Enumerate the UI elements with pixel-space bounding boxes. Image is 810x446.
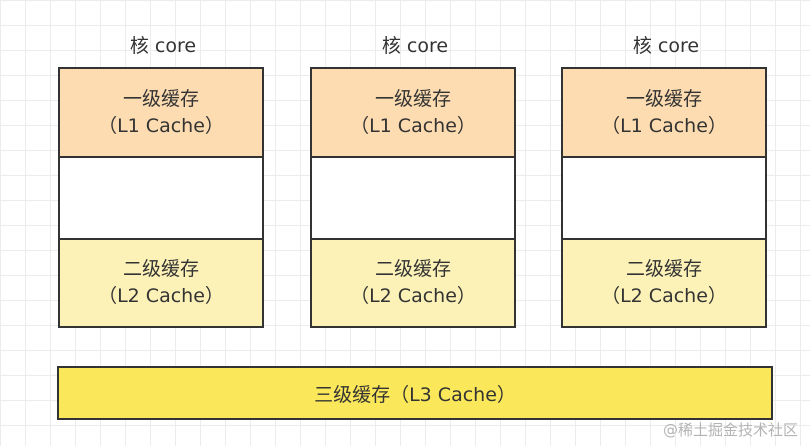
l2-cache-name: 二级缓存 [374, 258, 451, 280]
l1-cache-subtitle: （L1 Cache） [601, 114, 727, 137]
l3-cache-block: 三级缓存（L3 Cache） [57, 366, 773, 420]
l2-cache-subtitle: （L2 Cache） [350, 285, 476, 307]
l1-cache-name: 一级缓存 [625, 87, 702, 110]
watermark: @稀土掘金技术社区 [662, 421, 798, 439]
l2-cache-name: 二级缓存 [625, 258, 702, 280]
l3-cache-label: 三级缓存（L3 Cache） [314, 383, 516, 406]
l1-cache-name: 一级缓存 [122, 87, 199, 110]
l2-cache-name: 二级缓存 [122, 258, 199, 280]
l2-cache-block: 二级缓存 （L2 Cache） [563, 238, 765, 326]
l1-cache-block: 一级缓存 （L1 Cache） [60, 69, 262, 158]
core-block-1: 一级缓存 （L1 Cache） 二级缓存 （L2 Cache） [58, 67, 264, 328]
core-label-1: 核 core [129, 35, 197, 57]
l2-cache-block: 二级缓存 （L2 Cache） [312, 238, 514, 326]
l2-cache-block: 二级缓存 （L2 Cache） [60, 238, 262, 326]
l1-cache-block: 一级缓存 （L1 Cache） [563, 69, 765, 158]
core-block-3: 一级缓存 （L1 Cache） 二级缓存 （L2 Cache） [561, 67, 767, 328]
l2-cache-subtitle: （L2 Cache） [601, 285, 727, 307]
core-label-3: 核 core [632, 35, 700, 57]
l1-cache-name: 一级缓存 [374, 87, 451, 110]
l1-cache-subtitle: （L1 Cache） [98, 114, 224, 137]
l2-cache-subtitle: （L2 Cache） [98, 285, 224, 307]
l1-cache-subtitle: （L1 Cache） [350, 114, 476, 137]
core-block-2: 一级缓存 （L1 Cache） 二级缓存 （L2 Cache） [310, 67, 516, 328]
core-label-2: 核 core [381, 35, 449, 57]
l1-cache-block: 一级缓存 （L1 Cache） [312, 69, 514, 158]
